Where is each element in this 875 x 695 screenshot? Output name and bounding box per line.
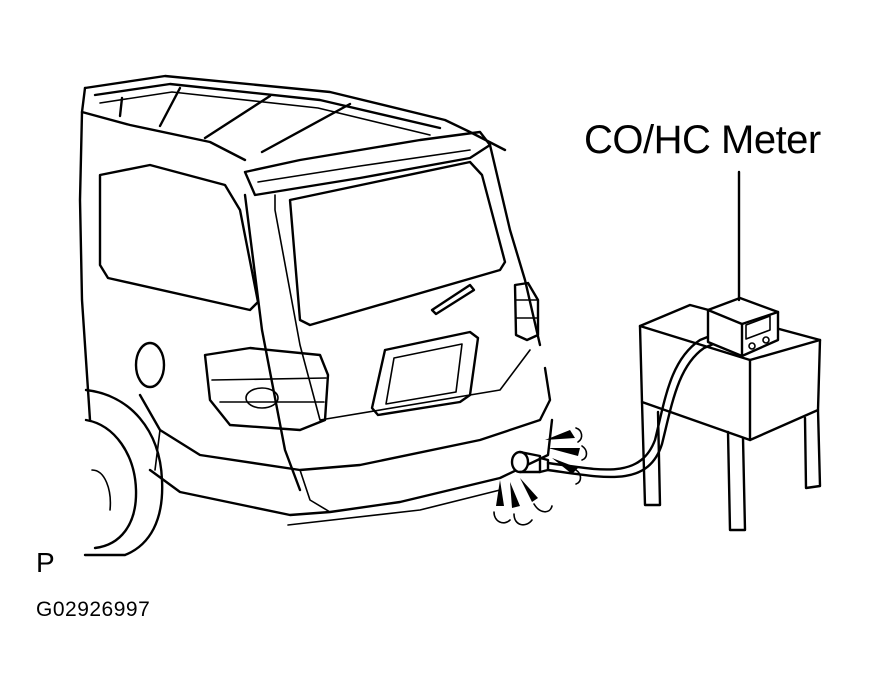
vehicle-illustration (78, 74, 554, 557)
meter-stand (638, 303, 822, 532)
tailpipe-probe (510, 450, 550, 474)
meter-label: CO/HC Meter (584, 118, 821, 162)
exhaust-fumes-icon (493, 427, 588, 526)
sampling-hose (546, 332, 720, 479)
co-hc-meter-device (706, 296, 780, 358)
figure-code: G02926997 (36, 598, 151, 621)
corner-letter: P (36, 547, 55, 578)
